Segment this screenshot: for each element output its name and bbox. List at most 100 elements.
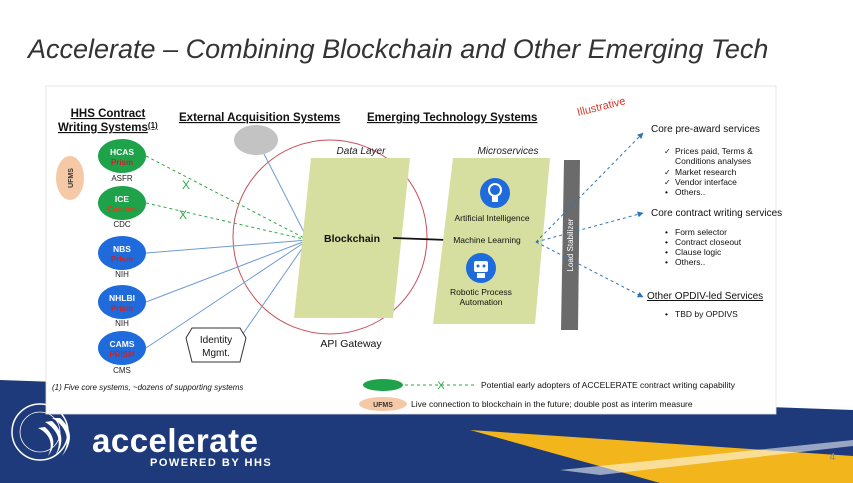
cw-bullet-0: •	[665, 227, 668, 237]
footer-stripe-gold	[470, 430, 853, 483]
slide-number: 4	[829, 452, 835, 463]
x-mark-ice: X	[179, 208, 187, 222]
cw-item-2: Clause logic	[675, 247, 722, 257]
system-agency-hcas: ASFR	[111, 174, 133, 183]
cw-bullet-3: •	[665, 257, 668, 267]
legend-x-mark: X	[437, 380, 445, 392]
hhs-header-line2-text: Writing Systems	[58, 122, 148, 134]
connector-cams	[145, 239, 309, 349]
system-name-cams: CAMS	[109, 339, 134, 349]
pre-award-check-2: ✓	[664, 168, 671, 177]
ufms-label: UFMS	[68, 168, 75, 188]
hhs-header-sup: (1)	[148, 121, 158, 130]
system-agency-ice: CDC	[113, 220, 131, 229]
pre-award-bullet-4: •	[665, 187, 668, 197]
hhs-eagle-icon	[38, 418, 70, 456]
external-system-oval	[234, 125, 278, 155]
system-agency-cams: CMS	[113, 366, 131, 375]
diagram-panel	[45, 85, 777, 415]
api-gateway-circle	[232, 139, 428, 335]
connector-nhlbi	[145, 239, 309, 303]
rpa-label-line2: Automation	[460, 297, 503, 307]
microservices-label: Microservices	[477, 146, 538, 157]
pre-award-item-3: Vendor interface	[675, 177, 737, 187]
opdiv-bullet-0: •	[665, 309, 668, 319]
system-tag-nhlbi: Prism	[111, 304, 133, 313]
system-node-nbs	[98, 236, 146, 270]
system-agency-nhlbi: NIH	[115, 319, 129, 328]
system-node-ice	[98, 186, 146, 220]
connector-ice	[145, 202, 309, 241]
connector-hcas	[145, 155, 309, 241]
footer-stripe-white	[560, 440, 853, 475]
x-mark-hcas: X	[182, 178, 190, 192]
data-layer-box	[294, 158, 410, 318]
service-title-pre-award: Core pre-award services	[651, 124, 760, 135]
cw-item-3: Others..	[675, 257, 705, 267]
brand-word: accelerate	[92, 422, 259, 459]
footnote: (1) Five core systems, ~dozens of suppor…	[52, 383, 243, 392]
arrow-opdiv	[535, 241, 644, 298]
ml-label: Machine Learning	[453, 235, 521, 245]
ai-icon	[480, 178, 510, 208]
pre-award-check-0: ✓	[664, 147, 671, 156]
microservices-box	[433, 158, 550, 324]
system-tag-hcas: Prism	[111, 158, 133, 167]
connector-external	[261, 149, 309, 241]
cw-bullet-1: •	[665, 237, 668, 247]
slide-title: Accelerate – Combining Blockchain and Ot…	[26, 34, 768, 64]
external-header: External Acquisition Systems	[179, 112, 340, 124]
pre-award-item-4: Others..	[675, 187, 705, 197]
system-connectors	[145, 149, 309, 349]
identity-line1: Identity	[200, 335, 232, 346]
cw-item-0: Form selector	[675, 227, 727, 237]
pre-award-check-3: ✓	[664, 178, 671, 187]
legend-green-oval	[363, 379, 403, 391]
pre-award-item-0: Prices paid, Terms &	[675, 146, 753, 156]
pre-award-item-2: Market research	[675, 167, 737, 177]
identity-mgmt-box	[185, 327, 247, 363]
system-tag-cams: PRISM	[109, 350, 135, 359]
identity-line2: Mgmt.	[202, 348, 230, 359]
arrow-contract-writing	[535, 211, 644, 243]
legend-ufms-text: Live connection to blockchain in the fut…	[411, 399, 693, 409]
hhs-header-line1: HHS Contract	[71, 108, 146, 120]
blockchain-link	[392, 237, 449, 241]
system-name-nhlbi: NHLBI	[109, 293, 135, 303]
service-arrows	[535, 132, 644, 298]
robot-icon	[466, 253, 496, 283]
load-stabilizer-label: Load Stabilizer	[566, 218, 575, 271]
system-node-nhlbi	[98, 285, 146, 319]
system-node-cams	[98, 331, 146, 365]
connector-identity	[239, 239, 309, 339]
cw-bullet-2: •	[665, 247, 668, 257]
emerging-header: Emerging Technology Systems	[367, 112, 537, 124]
system-name-nbs: NBS	[113, 244, 131, 254]
system-nodes	[98, 139, 146, 365]
arrow-pre-award	[535, 132, 644, 243]
system-name-ice: ICE	[115, 194, 130, 204]
pre-award-item-1: Conditions analyses	[675, 156, 751, 166]
data-layer-label: Data Layer	[337, 146, 387, 157]
system-tag-nbs: Prism	[111, 255, 133, 264]
ai-label: Artificial Intelligence	[454, 213, 529, 223]
legend-ufms-label: UFMS	[373, 402, 393, 409]
ufms-oval	[56, 156, 84, 200]
accelerate-logo: accelerate POWERED BY HHS	[92, 424, 272, 469]
hhs-header-line2: Writing Systems(1)	[58, 121, 158, 134]
connector-nbs	[145, 239, 309, 254]
service-title-contract-writing: Core contract writing services	[651, 208, 782, 219]
system-name-hcas: HCAS	[110, 147, 134, 157]
opdiv-item-0: TBD by OPDIVS	[675, 309, 738, 319]
blockchain-label: Blockchain	[324, 233, 380, 245]
rpa-label-line1: Robotic Process	[450, 287, 512, 297]
api-gateway-label: API Gateway	[320, 338, 382, 350]
cw-item-1: Contract closeout	[675, 237, 742, 247]
brand-subtitle: POWERED BY HHS	[150, 457, 273, 469]
legend-adopters-text: Potential early adopters of ACCELERATE c…	[481, 380, 736, 390]
system-agency-nbs: NIH	[115, 270, 129, 279]
service-title-opdiv: Other OPDIV-led Services	[647, 291, 763, 302]
system-node-hcas	[98, 139, 146, 173]
legend-ufms-oval	[359, 397, 407, 411]
